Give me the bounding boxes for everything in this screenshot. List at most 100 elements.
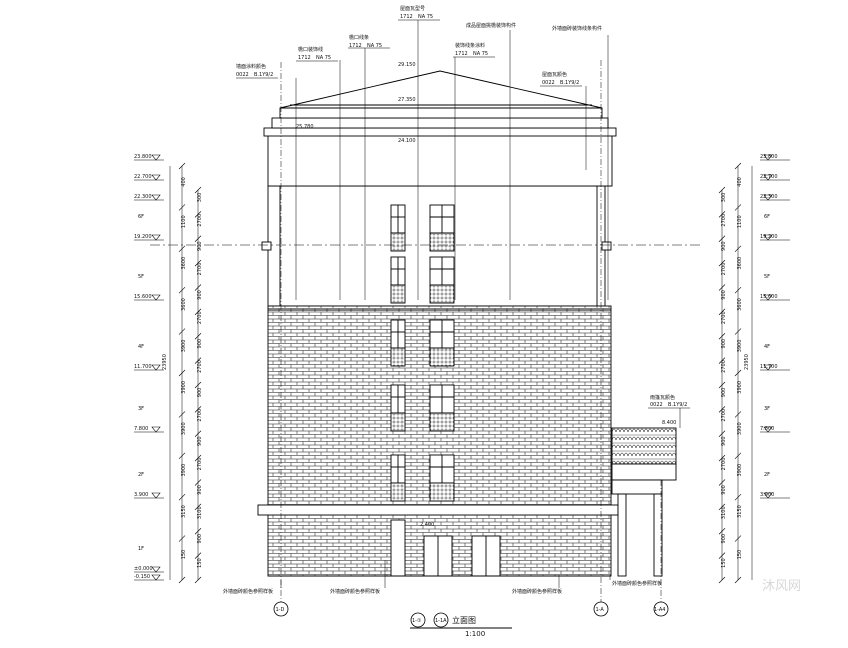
svg-text:屋面瓦颜色: 屋面瓦颜色 [542,71,567,78]
svg-text:3F: 3F [764,406,770,412]
right-total-dim: 23950 [744,354,750,370]
plinth-band [257,504,619,516]
svg-text:屋面瓦型号: 屋面瓦型号 [400,5,425,12]
annotation-leaders [150,19,700,602]
svg-text:150: 150 [181,550,187,560]
drawing-scale: 1:100 [465,630,485,638]
svg-text:300: 300 [721,193,727,203]
roof-level-3: 25.780 [296,124,314,130]
svg-text:墙面涂料颜色: 墙面涂料颜色 [236,63,266,70]
left-elevation-8: 3.900 2F [134,472,164,499]
svg-text:1-D: 1-D [276,607,285,613]
ground-window [390,519,406,577]
svg-text:3100: 3100 [721,506,727,519]
svg-text:900: 900 [197,485,203,495]
bottom-label-3: 外墙面砖颜色参照样板 [512,588,562,595]
svg-text:3900: 3900 [181,464,187,477]
svg-text:400: 400 [181,177,187,187]
svg-text:22.700: 22.700 [134,174,152,180]
svg-text:2700: 2700 [197,409,203,422]
svg-text:1-A: 1-A [596,607,605,613]
roof-level-1: 29.150 [398,62,416,68]
svg-text:300: 300 [197,193,203,203]
svg-text:1-1A: 1-1A [435,618,447,624]
svg-text:3900: 3900 [181,381,187,394]
bottom-label-1: 外墙面砖颜色参照样板 [223,588,273,595]
svg-text:2F: 2F [138,472,144,478]
svg-text:5F: 5F [764,274,770,280]
svg-text:3.900: 3.900 [134,492,148,498]
right-dim-chain-inner: 3002700900270090027009002700900270090027… [718,186,727,584]
svg-text:1100: 1100 [181,215,187,228]
svg-text:900: 900 [721,290,727,300]
svg-text:B.1Y9/2: B.1Y9/2 [668,402,687,408]
svg-text:11.700: 11.700 [760,364,778,370]
svg-text:2700: 2700 [721,214,727,227]
svg-text:2700: 2700 [721,409,727,422]
attic-box [267,133,613,187]
side-note: 雨篷瓦颜色 0022 B.1Y9/2 [650,394,687,408]
canopy-column-left [617,493,627,577]
svg-text:7.800: 7.800 [134,426,148,432]
top-label-7: 墙面涂料颜色 0022 B.1Y9/2 [236,63,273,78]
bottom-label-2: 外墙面砖颜色参照样板 [330,588,380,595]
spandrel-narrow-4 [390,412,406,432]
left-dim-chain-inner: 3002700900270090027009002700900270090027… [194,186,203,584]
spandrel-narrow-2 [390,284,406,304]
left-elevation-2: 22.700 [134,174,164,181]
svg-text:B.1Y9/2: B.1Y9/2 [560,80,579,86]
right-elevation-2: 22.700 [760,174,790,181]
axis-bubble-1-a4: 1-A4 [653,601,669,617]
dimension-lines: 23.80022.70022.30019.2006F15.6005F11.700… [134,154,790,584]
svg-text:0022: 0022 [650,402,663,408]
svg-text:0022: 0022 [236,72,249,78]
canopy-column-right [653,493,663,577]
svg-text:NA 75: NA 75 [418,14,433,20]
svg-text:2700: 2700 [721,263,727,276]
spandrel-narrow-5 [390,482,406,502]
top-label-3: 檐口装饰线 1712 NA 75 [298,46,331,61]
left-band-block [261,241,272,251]
svg-text:2700: 2700 [197,458,203,471]
svg-text:3600: 3600 [181,257,187,270]
svg-text:900: 900 [197,241,203,251]
svg-text:NA 75: NA 75 [316,55,331,61]
svg-text:檐口装饰线: 檐口装饰线 [298,46,323,53]
svg-text:5F: 5F [138,274,144,280]
canopy-lintel [611,479,663,495]
roof-level-4: 24.100 [398,138,416,144]
svg-text:900: 900 [721,388,727,398]
right-band-block [601,241,612,251]
svg-text:900: 900 [197,388,203,398]
bottom-label-4: 外墙面砖颜色参照样板 [612,580,662,587]
svg-text:1712: 1712 [400,14,413,20]
top-label-2: 檐口线条 1712 NA 75 [349,34,382,49]
svg-text:1712: 1712 [349,43,362,49]
spandrel-narrow-3 [390,347,406,367]
spandrel-wide-1 [429,232,455,252]
svg-text:3900: 3900 [181,422,187,435]
spandrel-wide-2 [429,284,455,304]
svg-text:23.800: 23.800 [760,154,778,160]
top-label-1: 屋面瓦型号 1712 NA 75 [400,5,433,20]
svg-text:19.200: 19.200 [134,234,152,240]
svg-text:7.800: 7.800 [760,426,774,432]
svg-text:3600: 3600 [181,298,187,311]
svg-text:3F: 3F [138,406,144,412]
top-label-6: 外墙面砖装饰线条构件 [552,25,602,32]
left-elevation-7: 7.800 3F [134,406,164,433]
upper-cornice [279,107,603,119]
attic-cornice [263,127,617,137]
building-outline [257,70,677,577]
svg-text:2700: 2700 [721,360,727,373]
svg-text:3150: 3150 [737,505,743,518]
svg-text:900: 900 [721,339,727,349]
svg-text:6F: 6F [764,214,770,220]
svg-text:150: 150 [737,550,743,560]
watermark-text: 沐风网 [762,579,801,594]
spandrel-wide-5 [429,482,455,502]
